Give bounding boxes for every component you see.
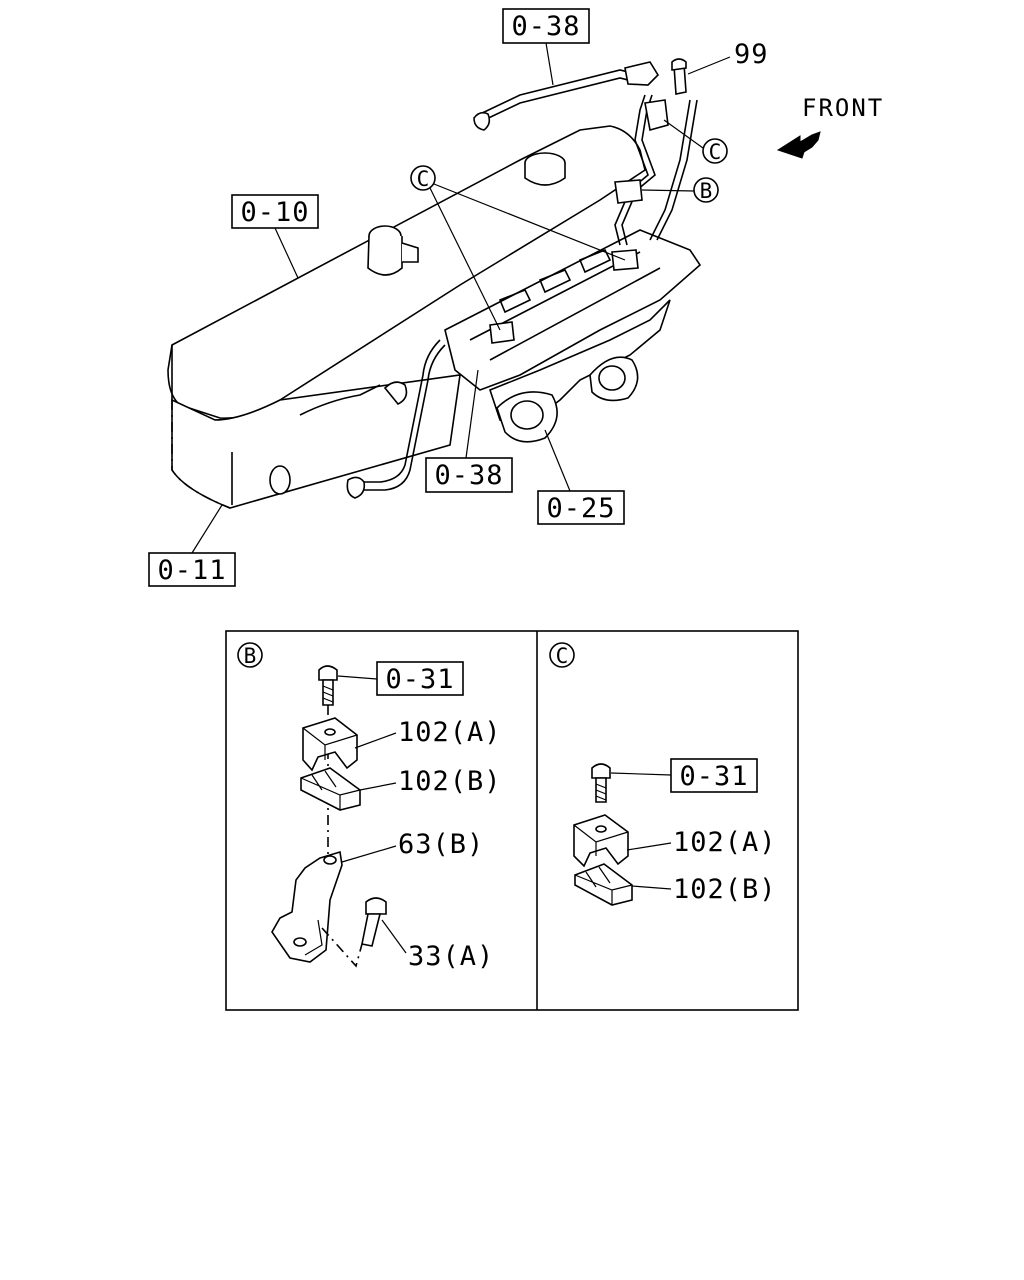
detail-c-ref-label: 0-31 [679,761,748,792]
marker-c-left-text: C [417,167,430,191]
detail-c-ref-box [670,758,758,793]
detail-c-part-clip-upper: 102(A) [673,827,777,858]
detail-c-panel: C 0-31 102(A) 102(B) [549,642,777,906]
front-arrow-icon [776,131,821,159]
detail-b-marker-text: B [244,644,257,668]
detail-b-part-bracket: 63(B) [398,829,484,860]
detail-b-panel: B 0-31 102(A) 102(B) 63(B) 33(A) [237,642,502,972]
part-label-99: 99 [734,39,769,70]
leader-0-38-top [545,42,554,86]
ref-box-0-11 [148,552,236,587]
engine-assembly-drawing [167,58,702,509]
leader-c-left-2 [433,183,626,261]
detail-b-part-bolt: 33(A) [408,941,494,972]
marker-c-top-right-text: C [709,140,722,164]
ref-label-0-38-top: 0-38 [511,11,580,42]
leader-c-top-right [663,119,704,149]
detail-c-marker [549,642,575,668]
detail-b-clip-lower-icon [300,767,361,811]
detail-b-ref-box [376,661,464,696]
detail-frame [225,630,799,1011]
detail-b-part-clip-upper: 102(A) [398,717,502,748]
marker-c-left [410,165,436,191]
marker-c-top-right [702,138,728,164]
detail-b-part-clip-lower: 102(B) [398,766,502,797]
detail-c-part-clip-lower: 102(B) [673,874,777,905]
leader-0-10 [274,227,299,279]
ref-box-0-10 [231,194,319,229]
ref-label-0-11: 0-11 [157,555,226,586]
detail-b-bracket-icon [271,850,343,963]
ref-label-0-10: 0-10 [240,197,309,228]
ref-box-0-38-bottom [425,457,513,493]
detail-c-bolt-shank-icon [595,777,607,803]
detail-c-clip-lower-icon [574,863,633,906]
detail-b-bolt-33a-shank-icon [361,913,382,947]
marker-b-right [693,177,719,203]
leader-0-11 [191,504,223,554]
leader-0-25 [544,429,571,492]
detail-b-marker [237,642,263,668]
leader-b-right [641,189,695,192]
marker-b-right-text: B [700,179,713,203]
ref-label-0-25: 0-25 [546,493,615,524]
ref-box-0-25 [537,490,625,525]
detail-c-bolt-head-icon [591,763,611,779]
leader-c-left-1 [429,187,501,331]
detail-b-bolt-33a-head-icon [365,897,387,915]
detail-b-bolt-head-icon [318,665,338,681]
leader-0-38-bottom [465,369,479,459]
ref-label-0-38-bottom: 0-38 [434,460,503,491]
leader-99 [687,56,731,75]
detail-b-ref-label: 0-31 [385,664,454,695]
detail-c-marker-text: C [556,644,569,668]
front-label: FRONT [802,94,884,122]
